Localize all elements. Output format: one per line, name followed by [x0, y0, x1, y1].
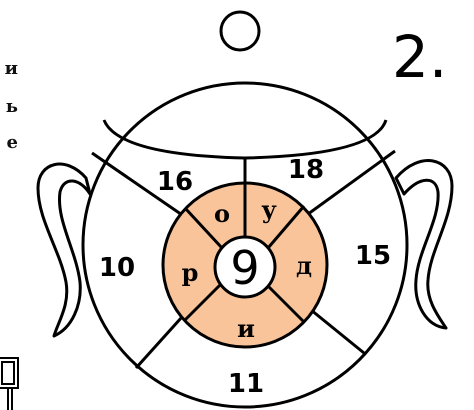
outer-number-top-left: 16 [157, 167, 193, 197]
outer-number-top-right: 18 [288, 155, 324, 185]
center-number: 9 [230, 241, 259, 295]
inner-letter-bottom: и [237, 314, 255, 343]
inner-letter-right: д [296, 251, 312, 280]
frame-icon [0, 358, 18, 410]
inner-letter-left: р [182, 258, 199, 287]
inner-letter-top-right: у [261, 195, 277, 224]
inner-letter-top-left: о [214, 199, 230, 228]
outer-number-right: 15 [355, 241, 391, 271]
lid-knob [221, 12, 259, 50]
outer-number-left: 10 [99, 253, 135, 283]
outer-number-bottom: 11 [228, 369, 264, 399]
